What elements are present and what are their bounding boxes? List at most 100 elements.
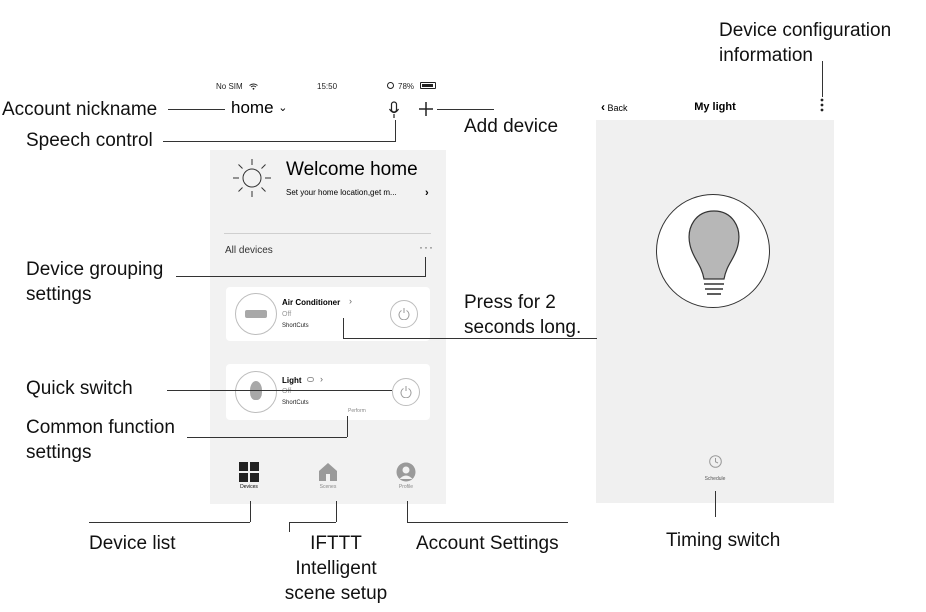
- callout-line-text: Device grouping: [26, 259, 164, 280]
- device-title: My light: [694, 101, 736, 113]
- tab-scenes[interactable]: Scenes: [311, 462, 345, 490]
- callout-line-text: Press for 2: [464, 292, 556, 313]
- callout-timing-switch: Timing switch: [666, 530, 781, 551]
- sun-icon: [233, 159, 271, 197]
- callout-device-list: Device list: [89, 533, 176, 554]
- callout-common-function: Common function settings: [26, 415, 175, 465]
- wifi-icon: [249, 83, 258, 90]
- callout-speech-control: Speech control: [26, 130, 153, 151]
- callout-ifttt: IFTTT Intelligent scene setup: [280, 531, 392, 606]
- callout-line: [715, 491, 716, 517]
- callout-device-grouping: Device grouping settings: [26, 257, 163, 307]
- chevron-down-icon: ⌄: [278, 102, 288, 114]
- device-header: ‹ Back My light: [596, 80, 834, 120]
- tab-bar: Devices Scenes Profile: [210, 454, 446, 504]
- power-button[interactable]: [390, 300, 418, 328]
- callout-line: [407, 501, 408, 522]
- shortcut-label[interactable]: ShortCuts: [282, 400, 309, 406]
- tab-label: Scenes: [319, 484, 337, 490]
- callout-account-nickname: Account nickname: [2, 99, 158, 120]
- top-bar: No SIM 15:50 78% home ⌄: [210, 78, 446, 150]
- grid-icon: [239, 462, 259, 482]
- callout-line: [395, 120, 396, 142]
- callout-line-text: Common function: [26, 417, 175, 438]
- callout-line: [163, 141, 395, 142]
- device-screen: ‹ Back My light Schedule: [596, 80, 834, 503]
- perform-label[interactable]: Perform: [348, 408, 366, 414]
- callout-quick-switch: Quick switch: [26, 378, 133, 399]
- callout-line: [176, 276, 426, 277]
- quick-switch-button[interactable]: [392, 378, 420, 406]
- callout-line: [343, 318, 344, 338]
- device-name: Air Conditioner: [282, 298, 341, 307]
- callout-line-text: information: [719, 45, 813, 66]
- device-card-light[interactable]: Light › Off ShortCuts Perform: [226, 364, 430, 420]
- callout-device-config: Device configuration information: [719, 18, 891, 68]
- callout-line: [336, 501, 337, 522]
- device-state: Off: [282, 388, 292, 395]
- callout-line-text: Device configuration: [719, 20, 892, 41]
- welcome-subtitle[interactable]: Set your home location,get m...: [286, 188, 397, 197]
- callout-add-device: Add device: [464, 116, 559, 137]
- home-icon: [319, 463, 337, 481]
- divider: [224, 233, 431, 234]
- tab-devices[interactable]: Devices: [232, 462, 266, 490]
- shortcut-label[interactable]: ShortCuts: [282, 323, 309, 329]
- chevron-right-icon: ›: [320, 374, 323, 384]
- callout-line: [347, 416, 348, 437]
- schedule-button[interactable]: Schedule: [696, 455, 734, 482]
- light-bulb-icon: [688, 210, 740, 295]
- callout-line: [425, 257, 426, 277]
- light-toggle-button[interactable]: [656, 194, 770, 308]
- home-screen: No SIM 15:50 78% home ⌄: [210, 78, 446, 504]
- chevron-right-icon[interactable]: ›: [425, 187, 429, 199]
- callout-line: [289, 522, 290, 532]
- schedule-label: Schedule: [704, 476, 726, 482]
- callout-line: [167, 390, 392, 391]
- lock-rotation-icon: [387, 82, 394, 89]
- add-device-icon[interactable]: [419, 102, 433, 116]
- callout-line: [89, 522, 250, 523]
- device-name: Light: [282, 376, 302, 385]
- tab-label: Profile: [398, 484, 414, 490]
- more-vertical-icon[interactable]: [820, 98, 824, 112]
- person-icon: [396, 462, 416, 482]
- welcome-title: Welcome home: [286, 159, 418, 180]
- more-dots-icon[interactable]: ···: [419, 240, 434, 254]
- callout-line-text: seconds long.: [464, 317, 582, 338]
- callout-line-text: scene setup: [284, 583, 388, 604]
- device-state: Off: [282, 311, 292, 318]
- callout-line: [343, 338, 597, 339]
- wifi-status-icon: [307, 377, 314, 382]
- microphone-icon[interactable]: [388, 101, 400, 119]
- callout-line: [407, 522, 568, 523]
- battery-icon: [420, 82, 436, 89]
- callout-line-text: Intelligent: [295, 558, 377, 579]
- chevron-right-icon: ›: [349, 296, 352, 306]
- clock-icon: [708, 455, 722, 468]
- callout-line: [168, 109, 225, 110]
- callout-line: [822, 61, 823, 97]
- power-icon: [398, 308, 410, 320]
- callout-account-settings: Account Settings: [416, 533, 559, 554]
- callout-line-text: settings: [26, 284, 92, 305]
- back-label: Back: [607, 103, 628, 113]
- battery-percent: 78%: [398, 82, 415, 91]
- callout-line: [187, 437, 347, 438]
- callout-line-text: settings: [26, 442, 92, 463]
- power-icon: [400, 386, 412, 398]
- device-card-air-conditioner[interactable]: Air Conditioner › Off ShortCuts: [226, 287, 430, 341]
- chevron-left-icon: ‹: [601, 100, 605, 114]
- callout-line-text: IFTTT: [310, 533, 362, 554]
- air-conditioner-icon: [235, 293, 277, 335]
- callout-line: [289, 522, 336, 523]
- back-button[interactable]: ‹ Back: [601, 100, 628, 114]
- light-bulb-icon: [235, 371, 277, 413]
- callout-line: [250, 501, 251, 522]
- carrier-text: No SIM: [216, 82, 243, 91]
- home-selector[interactable]: home ⌄: [231, 98, 287, 118]
- tab-profile[interactable]: Profile: [389, 462, 423, 490]
- callout-press-two-seconds: Press for 2 seconds long.: [464, 290, 581, 340]
- clock-text: 15:50: [317, 82, 338, 91]
